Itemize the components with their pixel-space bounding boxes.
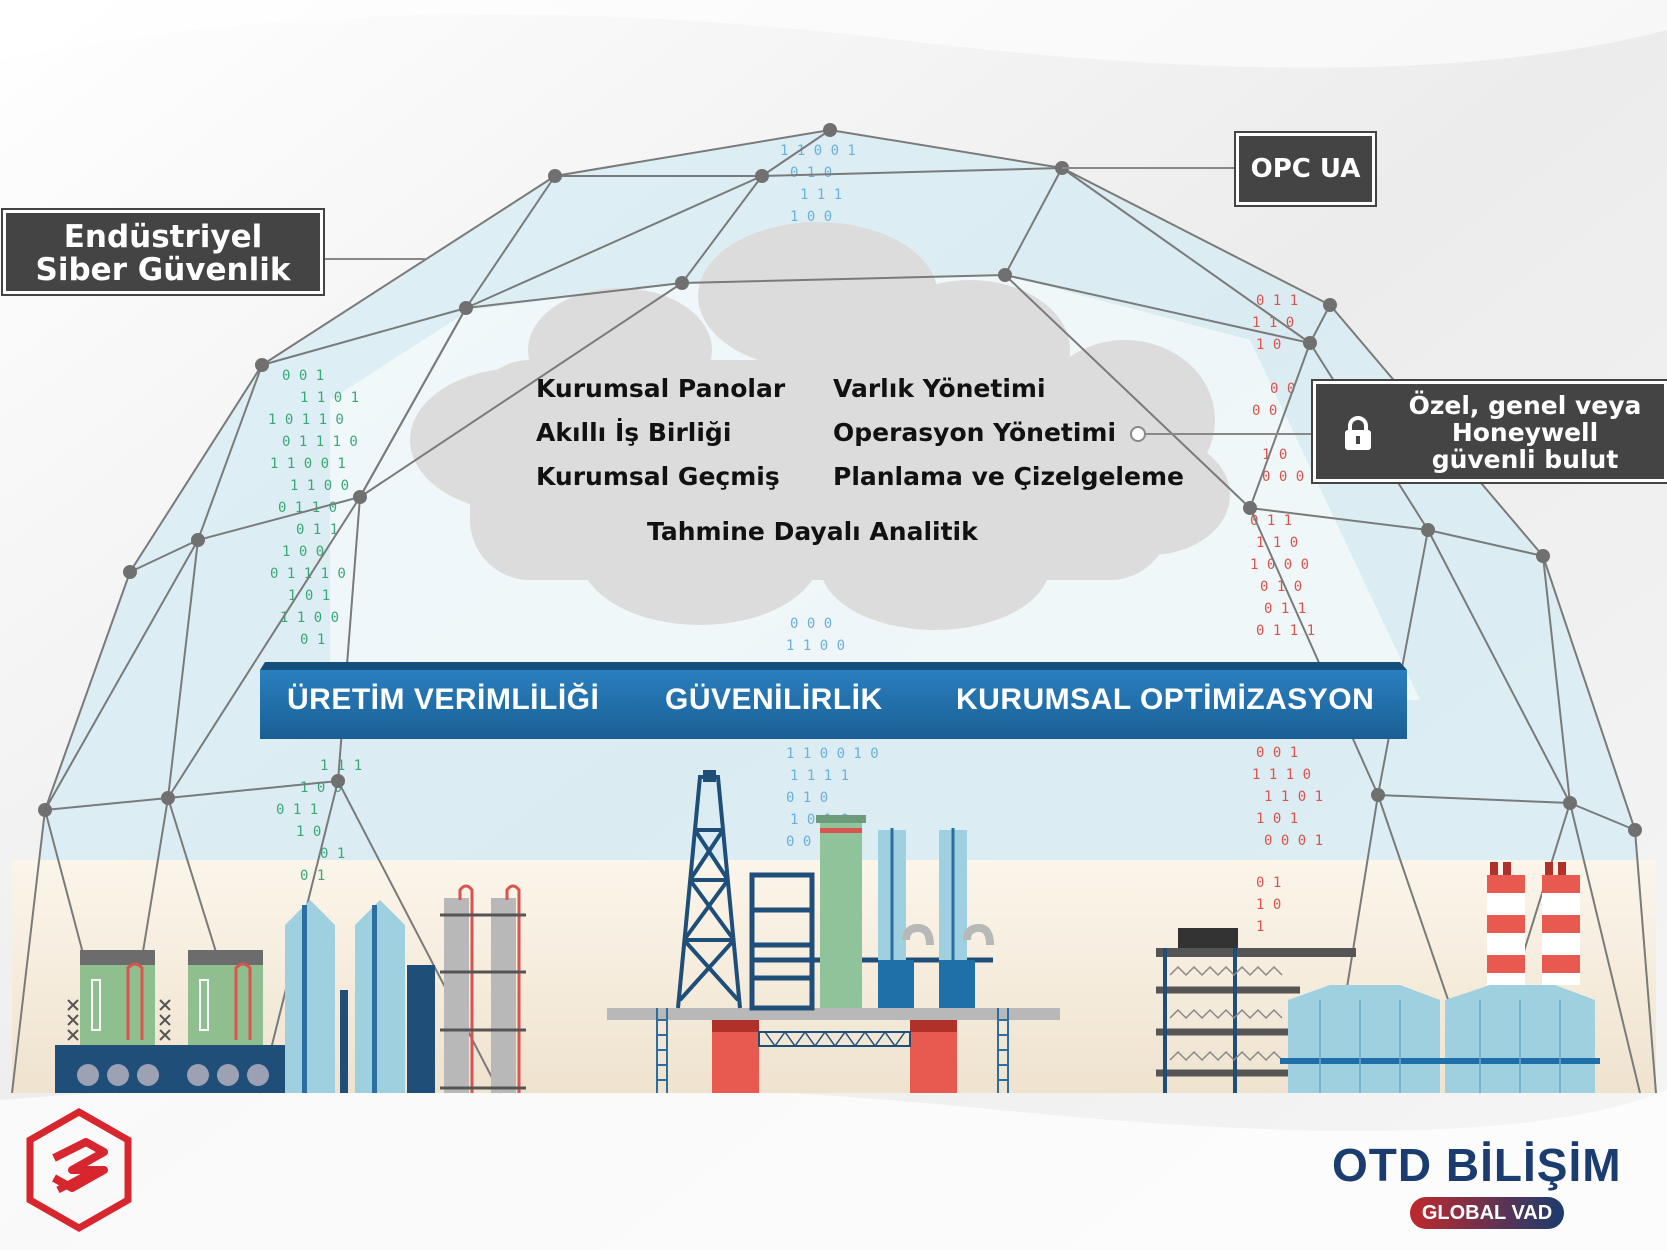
svg-text:1 1 1: 1 1 1 (320, 758, 362, 774)
brand-name: OTD BİLİŞİM (1332, 1139, 1622, 1191)
svg-text:1 0 0: 1 0 0 (790, 209, 832, 225)
svg-text:0 1 1: 0 1 1 (296, 522, 338, 538)
banner-item-reliability: GÜVENİLİRLİK (665, 683, 883, 716)
svg-text:0 1 1 0: 0 1 1 0 (278, 500, 337, 516)
svg-text:1 0: 1 0 (296, 824, 321, 840)
svg-text:0 1 1 1 0: 0 1 1 1 0 (270, 566, 346, 582)
svg-text:0 1 1 1: 0 1 1 1 (1256, 623, 1315, 639)
svg-text:1 0 0 0: 1 0 0 0 (1250, 557, 1309, 573)
right-plant (1156, 862, 1600, 1093)
svg-text:0 1: 0 1 (1256, 875, 1281, 891)
svg-text:0 0: 0 0 (1270, 381, 1295, 397)
svg-text:1 1 0 0: 1 1 0 0 (786, 638, 845, 654)
cloud-item-left-1: Akıllı İş Birliği (536, 418, 732, 447)
center-refinery (607, 770, 1060, 1093)
svg-text:1 1 0 0: 1 1 0 0 (290, 478, 349, 494)
binary-stream-red: 0 1 1 1 1 0 1 0 0 0 0 0 1 0 0 0 0 0 1 1 1 1 0 … (1250, 293, 1323, 935)
otd-logo-icon (26, 1108, 132, 1233)
svg-text:1 1 0 1: 1 1 0 1 (300, 390, 359, 406)
banner-edge (260, 662, 1407, 670)
svg-text:1: 1 (1256, 919, 1264, 935)
svg-text:0 1: 0 1 (300, 868, 325, 884)
svg-text:0 0 1: 0 0 1 (282, 368, 324, 384)
svg-text:1 1 1: 1 1 1 (800, 187, 842, 203)
svg-text:1 0 1: 1 0 1 (1256, 811, 1298, 827)
svg-text:1 0 1 1 0: 1 0 1 1 0 (268, 412, 344, 428)
cloud-item-right-1: Operasyon Yönetimi (833, 418, 1117, 447)
cloud-shape (410, 222, 1230, 630)
lock-icon (1345, 416, 1371, 450)
left-plant (55, 884, 526, 1093)
banner-bar (260, 670, 1407, 739)
cloud-item-right-2: Planlama ve Çizelgeleme (833, 462, 1184, 491)
svg-text:1 0: 1 0 (1256, 337, 1281, 353)
cloud-item-left-0: Kurumsal Panolar (536, 374, 786, 403)
svg-text:0 0 0: 0 0 0 (1262, 469, 1304, 485)
cyber-security-label: Endüstriyel Siber Güvenlik (1, 208, 325, 296)
svg-text:1 1 1 1: 1 1 1 1 (790, 768, 849, 784)
svg-text:0 1: 0 1 (320, 846, 345, 862)
svg-text:1 1 0 0 1 0: 1 1 0 0 1 0 (786, 746, 879, 762)
svg-text:1 0: 1 0 (1262, 447, 1287, 463)
svg-text:0 1 0: 0 1 0 (790, 165, 832, 181)
svg-text:0 1 0: 0 1 0 (1260, 579, 1302, 595)
svg-text:0 1 1 1 0: 0 1 1 1 0 (282, 434, 358, 450)
cloud-item-center: Tahmine Dayalı Analitik (647, 517, 978, 546)
brand-tag: GLOBAL VAD (1410, 1197, 1564, 1229)
svg-text:0 0 1: 0 0 1 (1256, 745, 1298, 761)
svg-text:0 1 1: 0 1 1 (276, 802, 318, 818)
svg-text:0 0 0 1: 0 0 0 1 (1264, 833, 1323, 849)
opc-ua-label: OPC UA (1234, 131, 1377, 207)
cloud-item-right-0: Varlık Yönetimi (833, 374, 1046, 403)
svg-text:0 1: 0 1 (300, 632, 325, 648)
secure-cloud-label: Özel, genel veya Honeywell güvenli bulut (1311, 379, 1667, 484)
svg-text:1 1 0 0: 1 1 0 0 (280, 610, 339, 626)
svg-text:0 1 1: 0 1 1 (1256, 293, 1298, 309)
svg-text:1 1 0 1: 1 1 0 1 (1264, 789, 1323, 805)
opc-ua-text: OPC UA (1250, 154, 1361, 184)
binary-stream-green: 0 0 1 1 1 0 1 1 0 1 1 0 0 1 1 1 0 1 1 0 0 1… (268, 368, 362, 884)
svg-text:1 1 0 0 1: 1 1 0 0 1 (270, 456, 346, 472)
banner-item-enterprise-optimization: KURUMSAL OPTİMİZASYON (956, 683, 1375, 716)
svg-text:0 1 1: 0 1 1 (1250, 513, 1292, 529)
svg-text:1 0: 1 0 (1256, 897, 1281, 913)
callout-lines (323, 167, 1313, 442)
svg-text:0 0: 0 0 (786, 834, 811, 850)
svg-text:0 0: 0 0 (1252, 403, 1277, 419)
svg-text:1 0 0: 1 0 0 (282, 544, 324, 560)
secure-cloud-text: Özel, genel veya Honeywell güvenli bulut (1408, 391, 1642, 474)
svg-text:0 0 0: 0 0 0 (790, 616, 832, 632)
banner-item-production-efficiency: ÜRETİM VERİMLİLİĞİ (287, 683, 600, 716)
cyber-security-text: Endüstriyel Siber Güvenlik (35, 219, 291, 288)
svg-text:0 1 0: 0 1 0 (786, 790, 828, 806)
svg-text:1 1 1 0: 1 1 1 0 (1252, 767, 1311, 783)
svg-text:1 1 0: 1 1 0 (1252, 315, 1294, 331)
svg-text:0 1 1: 0 1 1 (1264, 601, 1306, 617)
dome-nodes (38, 123, 1642, 837)
svg-text:1 1 0 0 1: 1 1 0 0 1 (780, 143, 856, 159)
cloud-item-left-2: Kurumsal Geçmiş (536, 462, 780, 491)
